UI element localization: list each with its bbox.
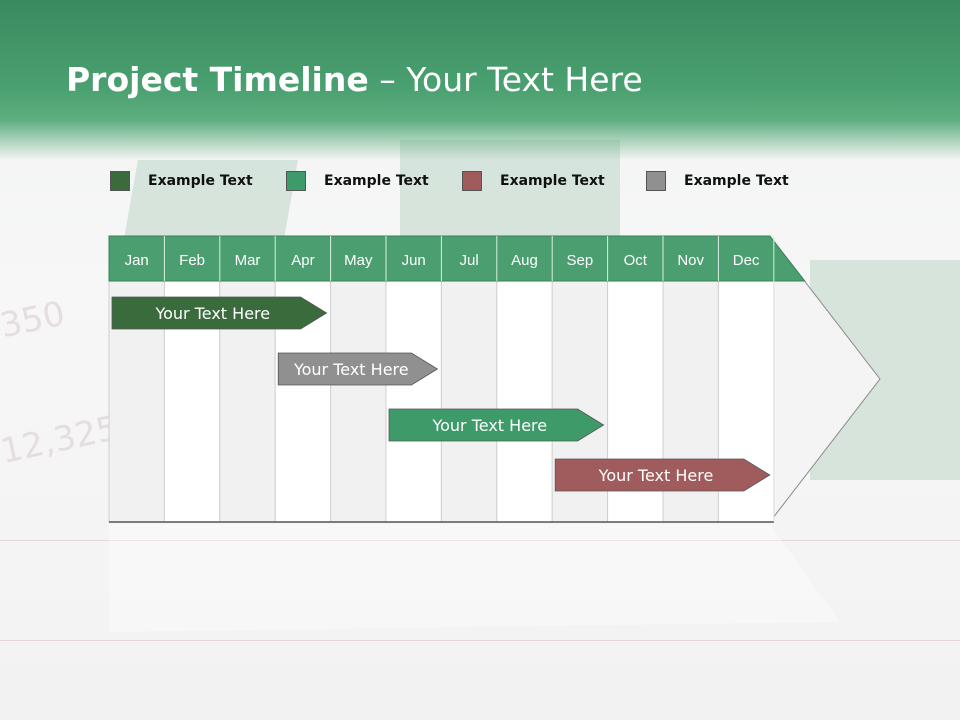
legend-swatch [110,171,130,191]
timeline-bar [111,296,328,330]
timeline-bar [277,352,439,386]
legend-item-3: Example Text [462,170,605,192]
timeline-reflection [109,524,840,632]
month-label: May [344,252,373,269]
legend-swatch [646,171,666,191]
month-label: Jan [125,252,149,269]
legend-label: Example Text [500,173,605,189]
month-label: Mar [235,252,261,269]
timeline-bar-label: Your Text Here [431,416,547,435]
legend-label: Example Text [684,173,789,189]
legend-label: Example Text [324,173,429,189]
page-title: Project Timeline – Your Text Here [66,60,643,99]
legend-label: Example Text [148,173,253,189]
legend-item-1: Example Text [110,170,253,192]
timeline-bar-label: Your Text Here [293,360,409,379]
month-label: Sep [567,252,594,269]
title-bold: Project Timeline [66,60,369,99]
month-label: Oct [624,252,648,269]
legend-item-4: Example Text [646,170,789,192]
month-label: Feb [179,252,205,269]
paper-line [0,640,960,641]
timeline-bar-label: Your Text Here [154,304,270,323]
month-label: Dec [733,252,760,269]
timeline-bar [554,458,771,492]
month-column [496,280,553,523]
timeline-bar-label: Your Text Here [598,466,714,485]
month-label: Nov [677,252,704,269]
month-column [385,280,442,523]
month-column [330,280,387,523]
legend-swatch [462,171,482,191]
month-column [440,280,498,523]
header-band [0,0,960,160]
month-label: Jul [460,252,479,269]
title-rest: – Your Text Here [368,60,643,99]
timeline-bar [388,408,605,442]
paper-line [0,540,960,541]
legend-item-2: Example Text [286,170,429,192]
month-label: Aug [511,252,538,269]
month-band [108,235,806,282]
month-label: Apr [291,252,314,269]
month-label: Jun [402,252,426,269]
legend-swatch [286,171,306,191]
